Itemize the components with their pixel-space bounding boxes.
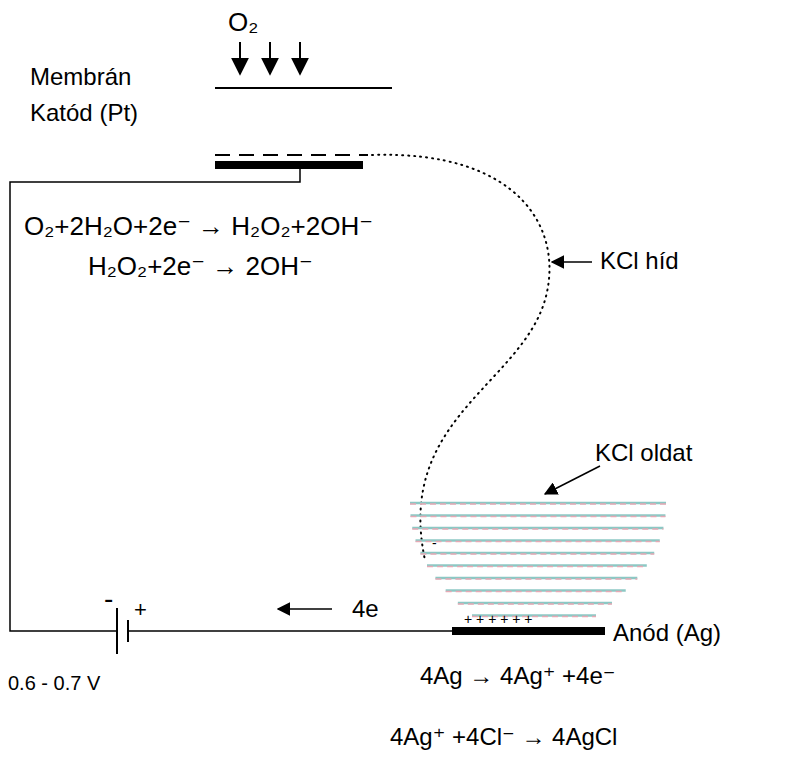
wire [128,630,452,632]
electron-arrow [278,608,332,610]
leader-arrow [552,261,592,263]
solution-line [435,578,637,580]
solution-line [458,603,612,605]
membrane-line [215,87,392,89]
charge-marks: + + + + + + [464,612,533,627]
solution-line [416,539,660,542]
kcl-solution [410,503,666,617]
solution-line [410,503,666,505]
reaction-equation: 4Ag⁺ +4Cl⁻ → 4AgCl [390,724,617,750]
solution-line [412,528,663,530]
reaction-equation: H₂O₂+2e⁻ → 2OH⁻ [88,252,313,281]
solution-line [458,602,612,605]
solution-line [427,564,647,567]
solution-line [416,541,660,543]
polarity-sign: + [134,598,147,622]
voltage-label: 0.6 - 0.7 V [8,672,100,694]
electron-label: 4e [352,596,379,622]
part-label: KCl híd [600,248,679,274]
gas-label: O₂ [228,8,258,37]
polarity-sign: - [104,584,113,615]
solution-line [420,553,654,555]
solution-line [410,502,666,505]
reaction-equation: 4Ag → 4Ag⁺ +4e⁻ [420,663,615,689]
leader-arrow [545,466,600,494]
battery-plate-long [116,608,118,654]
solution-line [427,566,647,568]
solution-line [446,589,626,592]
part-label: KCl oldat [595,440,692,466]
electrolyte-film [215,154,368,156]
charge-mark: - [432,536,437,551]
part-label: Katód (Pt) [30,100,138,126]
cathode-plate [215,161,363,169]
solution-line [410,516,665,518]
reaction-equation: O₂+2H₂O+2e⁻ → H₂O₂+2OH⁻ [24,212,373,241]
part-label: Anód (Ag) [613,620,721,646]
solution-line [446,591,626,593]
anode-plate [452,627,605,635]
solution-line [435,577,637,580]
solution-line [410,514,665,517]
salt-bridge [372,155,549,560]
solution-line [420,552,654,555]
part-label: Membrán [30,64,131,90]
oxygen-arrows [240,42,300,74]
solution-line [412,527,663,530]
